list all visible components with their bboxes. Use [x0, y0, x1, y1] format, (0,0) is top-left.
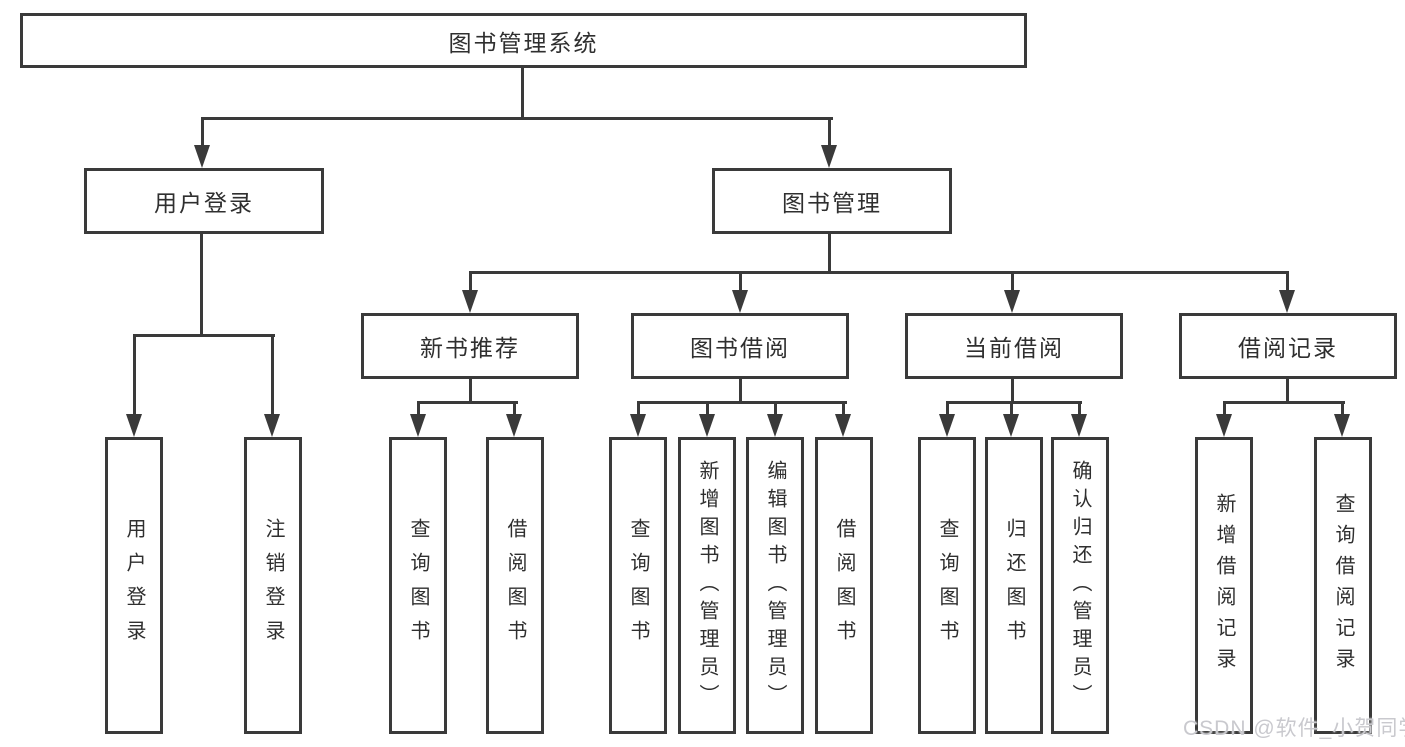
node-label: 确认归还（管理员） — [1069, 459, 1091, 712]
arrow-down-icon — [699, 414, 715, 437]
connector-line — [739, 271, 742, 293]
arrow-down-icon — [821, 145, 837, 168]
connector-line — [1223, 401, 1345, 404]
connector-line — [201, 117, 204, 148]
node-label: 编辑图书（管理员） — [764, 459, 786, 712]
connector-line — [637, 401, 847, 404]
connector-line — [271, 334, 274, 416]
leaf-query-borrow-record: 查询借阅记录 — [1314, 437, 1372, 734]
connector-line — [828, 117, 831, 148]
connector-line — [842, 401, 845, 416]
node-book-borrow: 图书借阅 — [631, 313, 849, 379]
connector-line — [521, 66, 524, 119]
leaf-borrow-books-recommend: 借阅图书 — [486, 437, 544, 734]
arrow-down-icon — [1003, 414, 1019, 437]
arrow-down-icon — [462, 290, 478, 313]
node-label: 图书管理系统 — [448, 29, 599, 56]
csdn-watermark: CSDN @软件_小贺同学 — [1183, 717, 1405, 740]
arrow-down-icon — [630, 414, 646, 437]
arrow-down-icon — [1279, 290, 1295, 313]
node-label: 新增借阅记录 — [1213, 492, 1235, 679]
connector-line — [513, 401, 516, 416]
node-label: 用户登录 — [123, 517, 145, 654]
connector-line — [133, 334, 136, 416]
leaf-return-book: 归还图书 — [985, 437, 1043, 734]
arrow-down-icon — [410, 414, 426, 437]
arrow-down-icon — [939, 414, 955, 437]
arrow-down-icon — [1216, 414, 1232, 437]
connector-line — [1011, 271, 1014, 293]
leaf-edit-book-admin: 编辑图书（管理员） — [746, 437, 804, 734]
arrow-down-icon — [194, 145, 210, 168]
arrow-down-icon — [1004, 290, 1020, 313]
node-label: 注销登录 — [262, 517, 284, 654]
node-book-management: 图书管理 — [712, 168, 952, 234]
connector-line — [739, 377, 742, 404]
node-label: 新增图书（管理员） — [696, 459, 718, 712]
arrow-down-icon — [1071, 414, 1087, 437]
leaf-query-books-current: 查询图书 — [918, 437, 976, 734]
arrow-down-icon — [732, 290, 748, 313]
connector-line — [469, 271, 1289, 274]
node-label: 查询图书 — [627, 517, 649, 654]
arrow-down-icon — [767, 414, 783, 437]
node-label: 图书借阅 — [690, 335, 790, 361]
node-label: 借阅记录 — [1238, 335, 1338, 361]
node-label: 新书推荐 — [420, 335, 520, 361]
leaf-add-book-admin: 新增图书（管理员） — [678, 437, 736, 734]
connector-line — [828, 233, 831, 274]
leaf-borrow-books: 借阅图书 — [815, 437, 873, 734]
connector-line — [1223, 401, 1226, 416]
connector-line — [774, 401, 777, 416]
connector-line — [637, 401, 640, 416]
arrow-down-icon — [126, 414, 142, 437]
connector-line — [417, 401, 420, 416]
node-label: 用户登录 — [154, 190, 254, 216]
leaf-query-books-borrow: 查询图书 — [609, 437, 667, 734]
node-new-book-recommend: 新书推荐 — [361, 313, 579, 379]
node-label: 查询借阅记录 — [1332, 492, 1354, 679]
connector-line — [1010, 401, 1013, 416]
leaf-user-login: 用户登录 — [105, 437, 163, 734]
node-label: 当前借阅 — [964, 335, 1064, 361]
connector-line — [1286, 271, 1289, 293]
node-label: 图书管理 — [782, 190, 882, 216]
node-label: 借阅图书 — [504, 517, 526, 654]
leaf-confirm-return-admin: 确认归还（管理员） — [1051, 437, 1109, 734]
node-user-login: 用户登录 — [84, 168, 324, 234]
node-label: 借阅图书 — [833, 517, 855, 654]
connector-line — [946, 401, 1082, 404]
node-root-library-system: 图书管理系统 — [20, 13, 1027, 68]
leaf-add-borrow-record: 新增借阅记录 — [1195, 437, 1253, 734]
connector-line — [706, 401, 709, 416]
connector-line — [200, 233, 203, 337]
connector-line — [133, 334, 275, 337]
connector-line — [946, 401, 949, 416]
leaf-logout: 注销登录 — [244, 437, 302, 734]
leaf-query-books-recommend: 查询图书 — [389, 437, 447, 734]
connector-line — [469, 271, 472, 293]
connector-line — [1341, 401, 1344, 416]
node-label: 归还图书 — [1003, 517, 1025, 654]
connector-line — [417, 401, 518, 404]
node-label: 查询图书 — [407, 517, 429, 654]
node-label: 查询图书 — [936, 517, 958, 654]
arrow-down-icon — [1334, 414, 1350, 437]
connector-line — [469, 377, 472, 404]
arrow-down-icon — [835, 414, 851, 437]
connector-line — [1286, 377, 1289, 404]
arrow-down-icon — [506, 414, 522, 437]
connector-line — [1011, 377, 1014, 404]
arrow-down-icon — [264, 414, 280, 437]
connector-line — [201, 117, 833, 120]
node-current-borrow: 当前借阅 — [905, 313, 1123, 379]
connector-line — [1078, 401, 1081, 416]
node-borrow-records: 借阅记录 — [1179, 313, 1397, 379]
